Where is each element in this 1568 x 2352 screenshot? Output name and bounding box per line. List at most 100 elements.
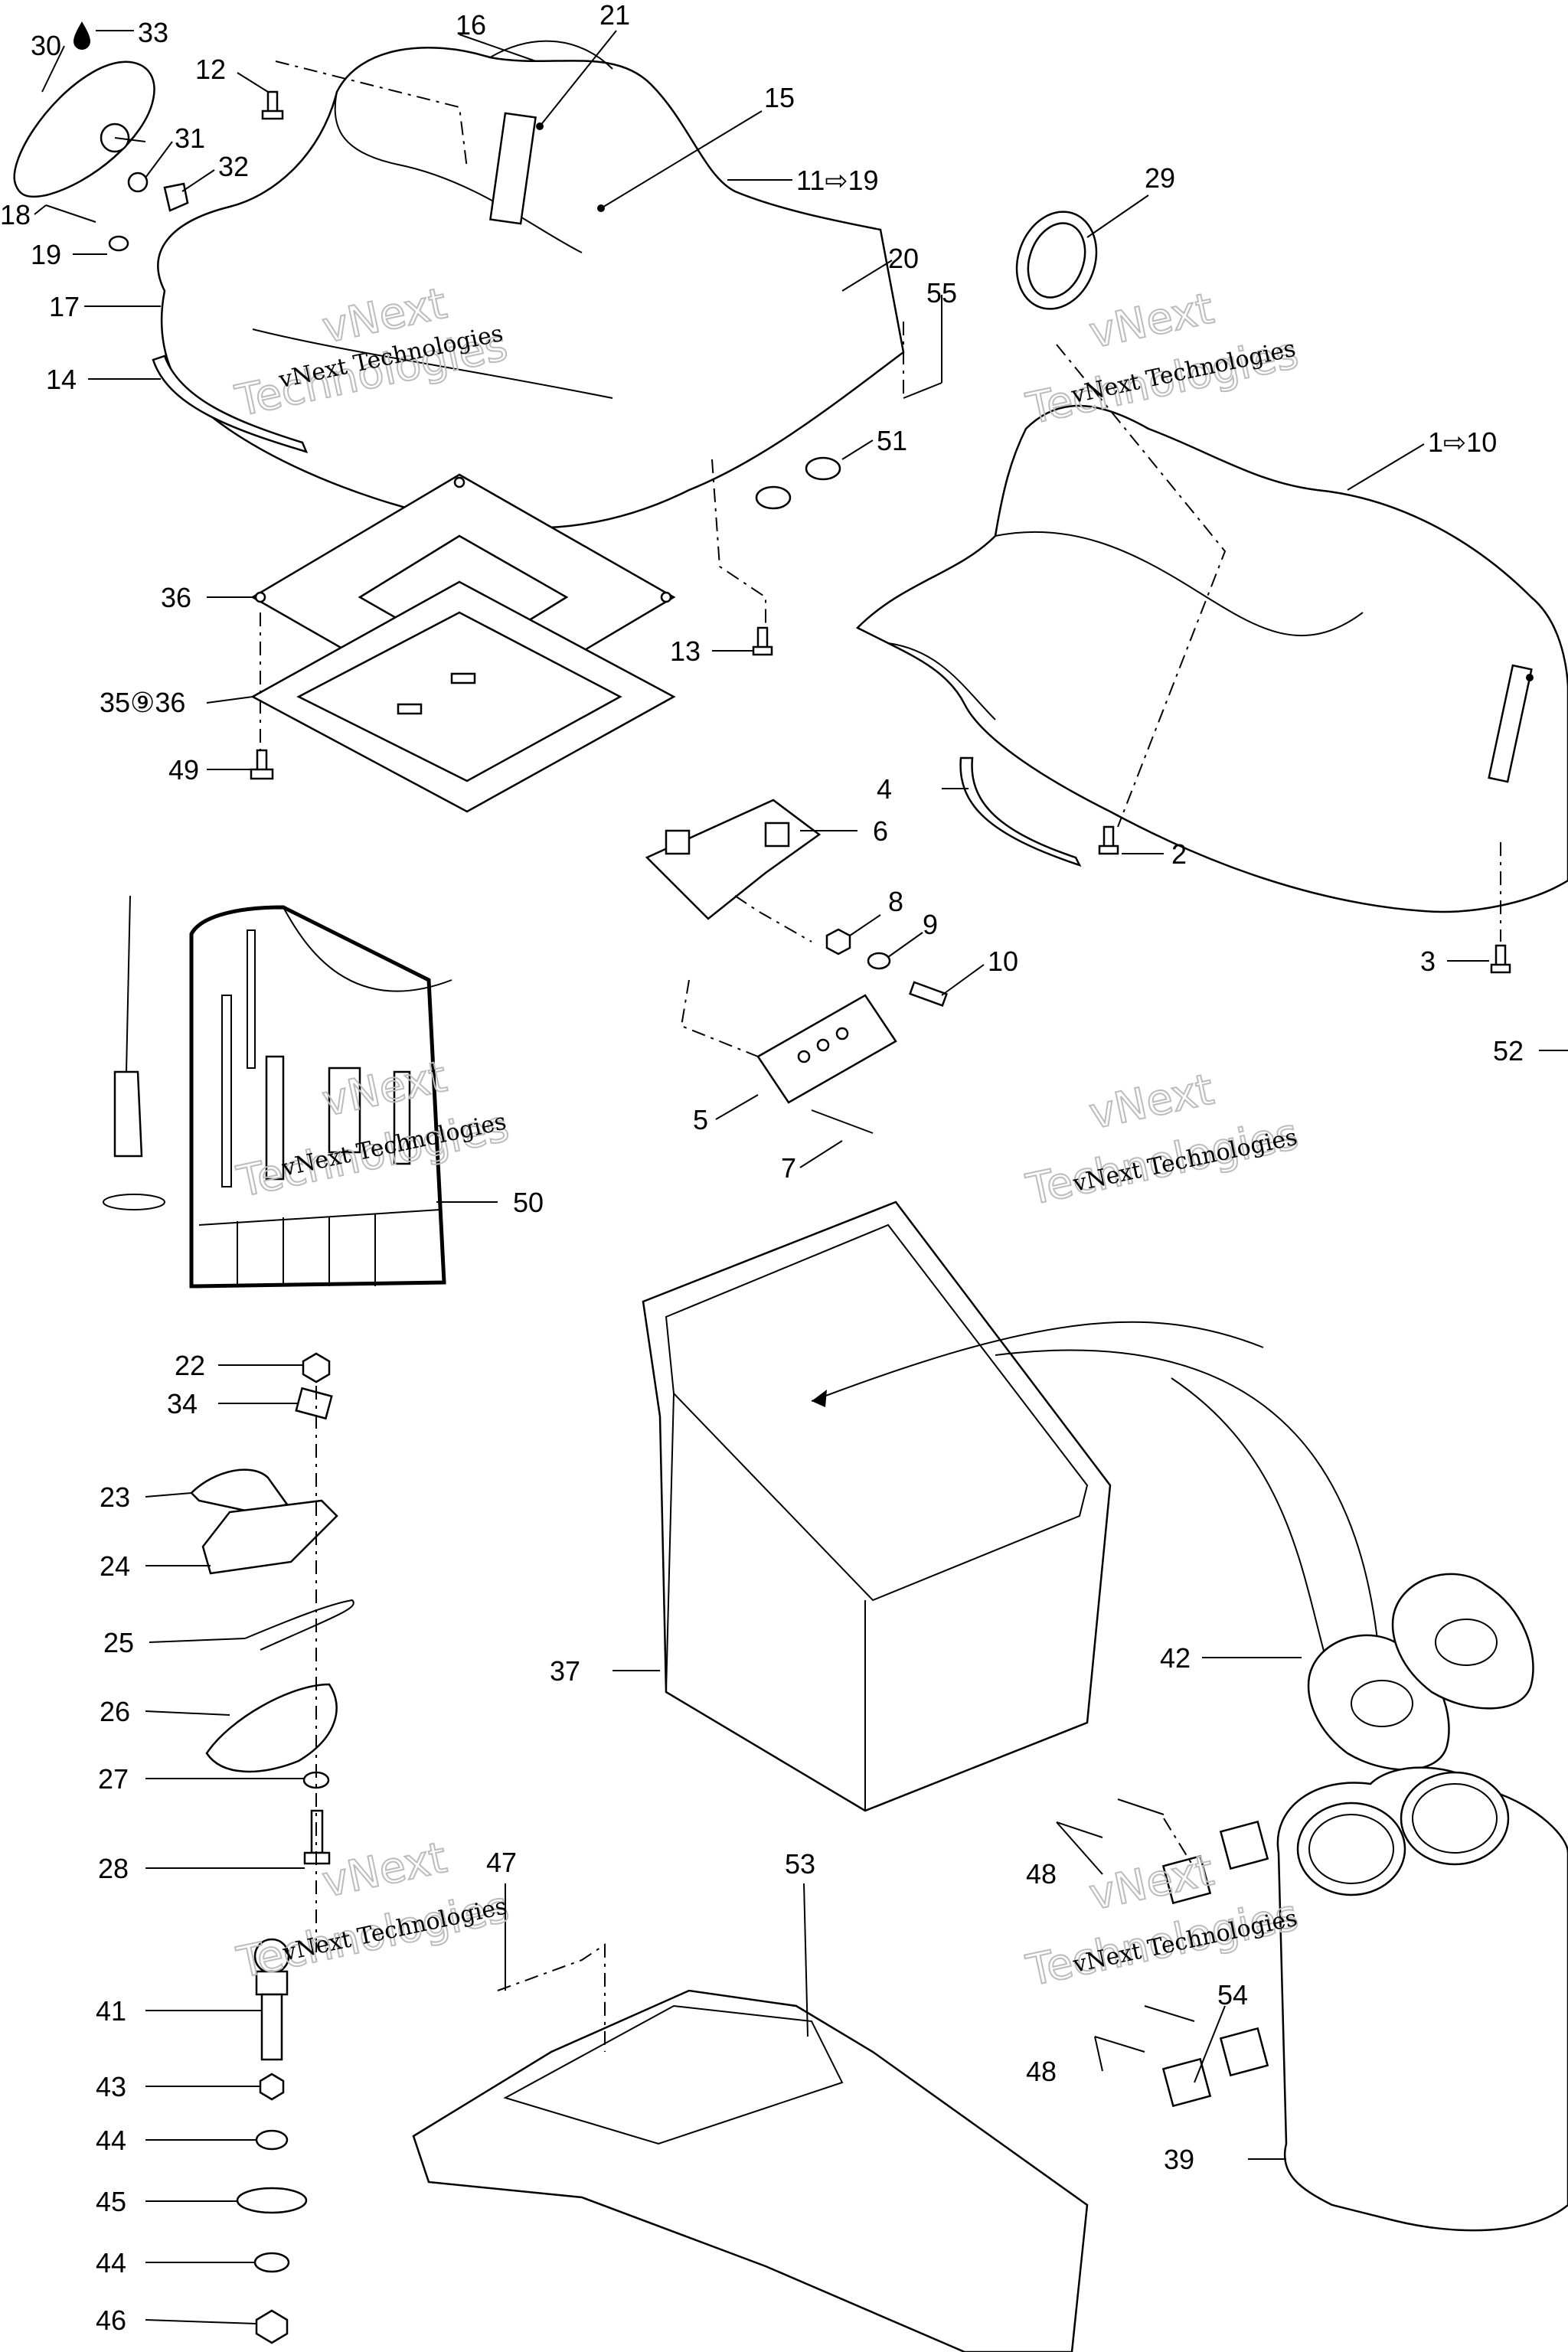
label-5: 5 bbox=[693, 1104, 708, 1135]
label-47: 47 bbox=[486, 1847, 517, 1878]
label-32: 32 bbox=[218, 151, 249, 182]
watermark-4: vNext Technologies vNext Technologies bbox=[1021, 1063, 1303, 1216]
label-55: 55 bbox=[926, 277, 957, 309]
rivets-48 bbox=[1056, 1798, 1195, 2053]
plate-5 bbox=[756, 994, 897, 1104]
square-nut-34 bbox=[295, 1387, 333, 1420]
washer-44a bbox=[255, 2129, 289, 2151]
label-54: 54 bbox=[1217, 1979, 1248, 2011]
washer-9 bbox=[867, 952, 891, 970]
screwdriver bbox=[113, 895, 143, 1158]
label-1-10: 1⇨10 bbox=[1428, 426, 1497, 458]
washer-19 bbox=[108, 235, 129, 252]
label-34: 34 bbox=[167, 1388, 198, 1419]
rivet-18 bbox=[45, 204, 96, 223]
label-21: 21 bbox=[599, 0, 630, 31]
nut-43 bbox=[259, 2073, 285, 2101]
label-36: 36 bbox=[161, 582, 191, 613]
grommets-51 bbox=[755, 456, 841, 510]
label-6: 6 bbox=[873, 815, 888, 847]
screw-3 bbox=[1490, 944, 1511, 974]
nut-8 bbox=[825, 928, 851, 956]
label-9: 9 bbox=[923, 909, 938, 940]
storage-bin-37 bbox=[642, 1200, 1264, 1812]
latch-housing-26 bbox=[205, 1683, 338, 1773]
label-16: 16 bbox=[456, 9, 486, 41]
bracket-32 bbox=[163, 182, 189, 212]
dash-8 bbox=[734, 895, 812, 942]
label-12: 12 bbox=[195, 54, 226, 85]
label-28: 28 bbox=[98, 1853, 129, 1884]
dash-2 bbox=[1056, 344, 1227, 828]
screw-2 bbox=[1098, 825, 1119, 855]
hinge-6 bbox=[645, 799, 822, 920]
screw-49 bbox=[250, 749, 274, 780]
latch-23 bbox=[190, 1468, 289, 1514]
trim-4 bbox=[959, 756, 1082, 867]
rivet-7 bbox=[811, 1109, 874, 1134]
washer-44b bbox=[253, 2252, 290, 2273]
label-48-b: 48 bbox=[1026, 2056, 1057, 2087]
seat-cover-30 bbox=[13, 60, 155, 198]
seat bbox=[157, 40, 905, 529]
label-48-a: 48 bbox=[1026, 1858, 1057, 1890]
label-53: 53 bbox=[785, 1848, 815, 1880]
label-23: 23 bbox=[100, 1481, 130, 1513]
leader-lines bbox=[34, 30, 1568, 2324]
holder-39 bbox=[1276, 1766, 1568, 2232]
base-plate-35 bbox=[250, 580, 676, 813]
svg-text:vNext: vNext bbox=[1085, 1845, 1218, 1920]
dash-12 bbox=[275, 60, 468, 169]
hull-body bbox=[855, 404, 1568, 913]
label-18: 18 bbox=[0, 199, 31, 230]
label-50: 50 bbox=[513, 1187, 544, 1218]
bin-arc-2 bbox=[1171, 1377, 1325, 1655]
label-11-19: 11⇨19 bbox=[796, 165, 879, 196]
label-20: 20 bbox=[888, 243, 919, 274]
label-4: 4 bbox=[877, 773, 892, 805]
nut-31 bbox=[127, 172, 149, 193]
label-22: 22 bbox=[175, 1350, 205, 1381]
dash-48 bbox=[1163, 1818, 1195, 1869]
dash-5 bbox=[680, 979, 759, 1057]
label-29: 29 bbox=[1145, 162, 1175, 194]
label-45: 45 bbox=[96, 2186, 126, 2217]
label-8: 8 bbox=[888, 886, 903, 917]
strap bbox=[103, 1194, 165, 1210]
label-25: 25 bbox=[103, 1627, 134, 1658]
label-27: 27 bbox=[98, 1763, 129, 1795]
label-37: 37 bbox=[550, 1655, 580, 1687]
label-17: 17 bbox=[49, 291, 80, 322]
nut-22 bbox=[302, 1352, 331, 1383]
callout-labels: 30 33 16 21 12 15 31 32 11⇨19 18 19 17 2… bbox=[0, 0, 1524, 2336]
grommet-29 bbox=[1015, 211, 1098, 310]
label-26: 26 bbox=[100, 1696, 130, 1727]
label-42: 42 bbox=[1160, 1642, 1191, 1674]
label-24: 24 bbox=[100, 1550, 130, 1582]
latch-base-24 bbox=[201, 1499, 338, 1575]
label-44-a: 44 bbox=[96, 2125, 126, 2156]
tray-53 bbox=[412, 1989, 1089, 2352]
screw-13 bbox=[752, 626, 773, 656]
label-51: 51 bbox=[877, 425, 907, 456]
label-43: 43 bbox=[96, 2071, 126, 2102]
tool-kit-50 bbox=[189, 905, 452, 1289]
label-39: 39 bbox=[1164, 2144, 1194, 2175]
spring-25 bbox=[244, 1599, 354, 1651]
washer-45 bbox=[236, 2187, 308, 2214]
bolt-10 bbox=[908, 981, 948, 1007]
label-44-b: 44 bbox=[96, 2247, 126, 2278]
label-15: 15 bbox=[764, 82, 795, 113]
label-52: 52 bbox=[1493, 1035, 1524, 1067]
label-13: 13 bbox=[670, 635, 701, 667]
svg-text:vNext: vNext bbox=[1085, 1064, 1218, 1139]
svg-text:vNext: vNext bbox=[1085, 283, 1218, 358]
oil-drop-icon bbox=[74, 21, 90, 50]
seat-strap bbox=[489, 112, 537, 225]
cover-42 bbox=[1307, 1573, 1534, 1771]
label-41: 41 bbox=[96, 1995, 126, 2027]
stud-41 bbox=[253, 1938, 290, 2061]
watermark-5: vNext Technologies vNext Technologies bbox=[232, 1832, 514, 1989]
label-3: 3 bbox=[1420, 946, 1436, 977]
